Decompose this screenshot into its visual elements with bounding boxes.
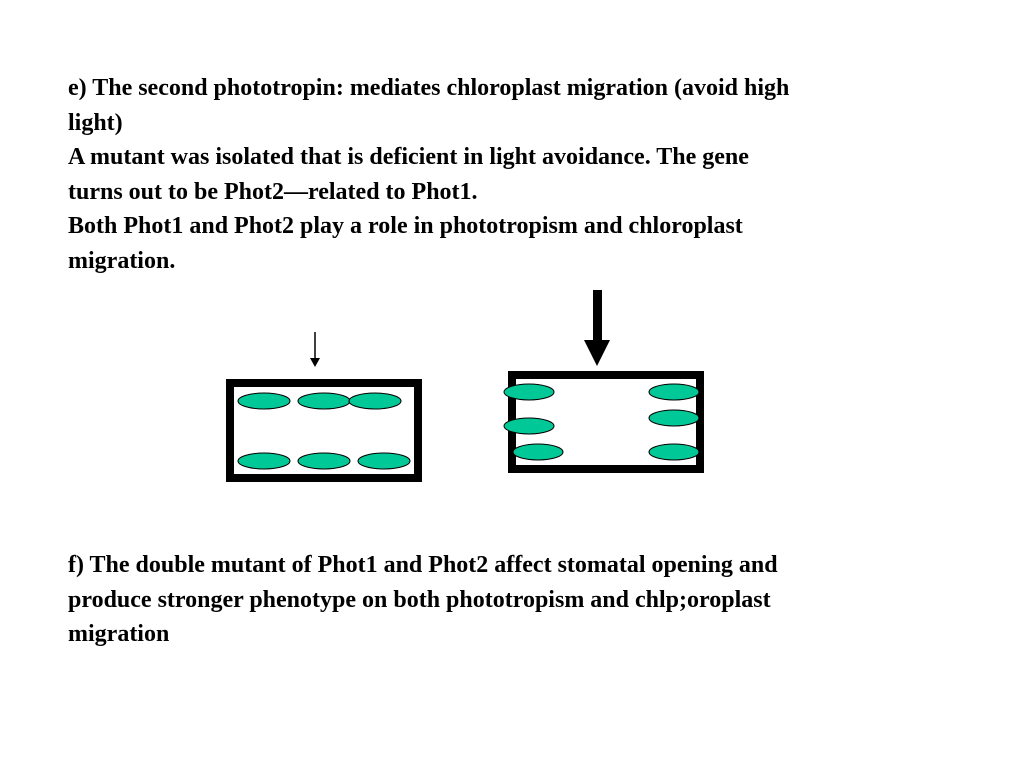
chloroplasts: [503, 383, 700, 461]
chloroplast: [648, 409, 700, 427]
chloroplast: [357, 452, 411, 470]
chloroplast: [348, 392, 402, 410]
text-line: turns out to be Phot2—related to Phot1.: [68, 178, 478, 205]
chloroplast: [648, 443, 700, 461]
chloroplasts: [237, 392, 411, 470]
text-line: migration.: [68, 247, 176, 274]
chloroplast: [503, 383, 555, 401]
chloroplast: [237, 392, 291, 410]
chloroplast: [237, 452, 291, 470]
text-line: light): [68, 109, 123, 136]
chloroplast: [503, 417, 555, 435]
chloroplast: [297, 392, 351, 410]
chloroplast: [512, 443, 564, 461]
text-line: migration: [68, 621, 170, 647]
low-light-cell: [226, 332, 422, 482]
section-f-text: f) The double mutant of Phot1 and Phot2 …: [68, 548, 778, 652]
thick-light-arrow-head: [584, 340, 610, 366]
text-line: A mutant was isolated that is deficient …: [68, 144, 749, 170]
thin-light-arrow-head: [310, 358, 320, 367]
text-line: produce stronger phenotype on both photo…: [68, 586, 771, 613]
section-e-text: e) The second phototropin: mediates chlo…: [68, 71, 789, 278]
text-line: f) The double mutant of Phot1 and Phot2 …: [68, 552, 778, 578]
chloroplast: [297, 452, 351, 470]
text-line: Both Phot1 and Phot2 play a role in phot…: [68, 213, 743, 239]
chloroplast: [648, 383, 700, 401]
text-line: e) The second phototropin: mediates chlo…: [68, 75, 790, 101]
thick-light-arrow-shaft: [593, 290, 602, 342]
high-light-cell: [503, 290, 704, 473]
